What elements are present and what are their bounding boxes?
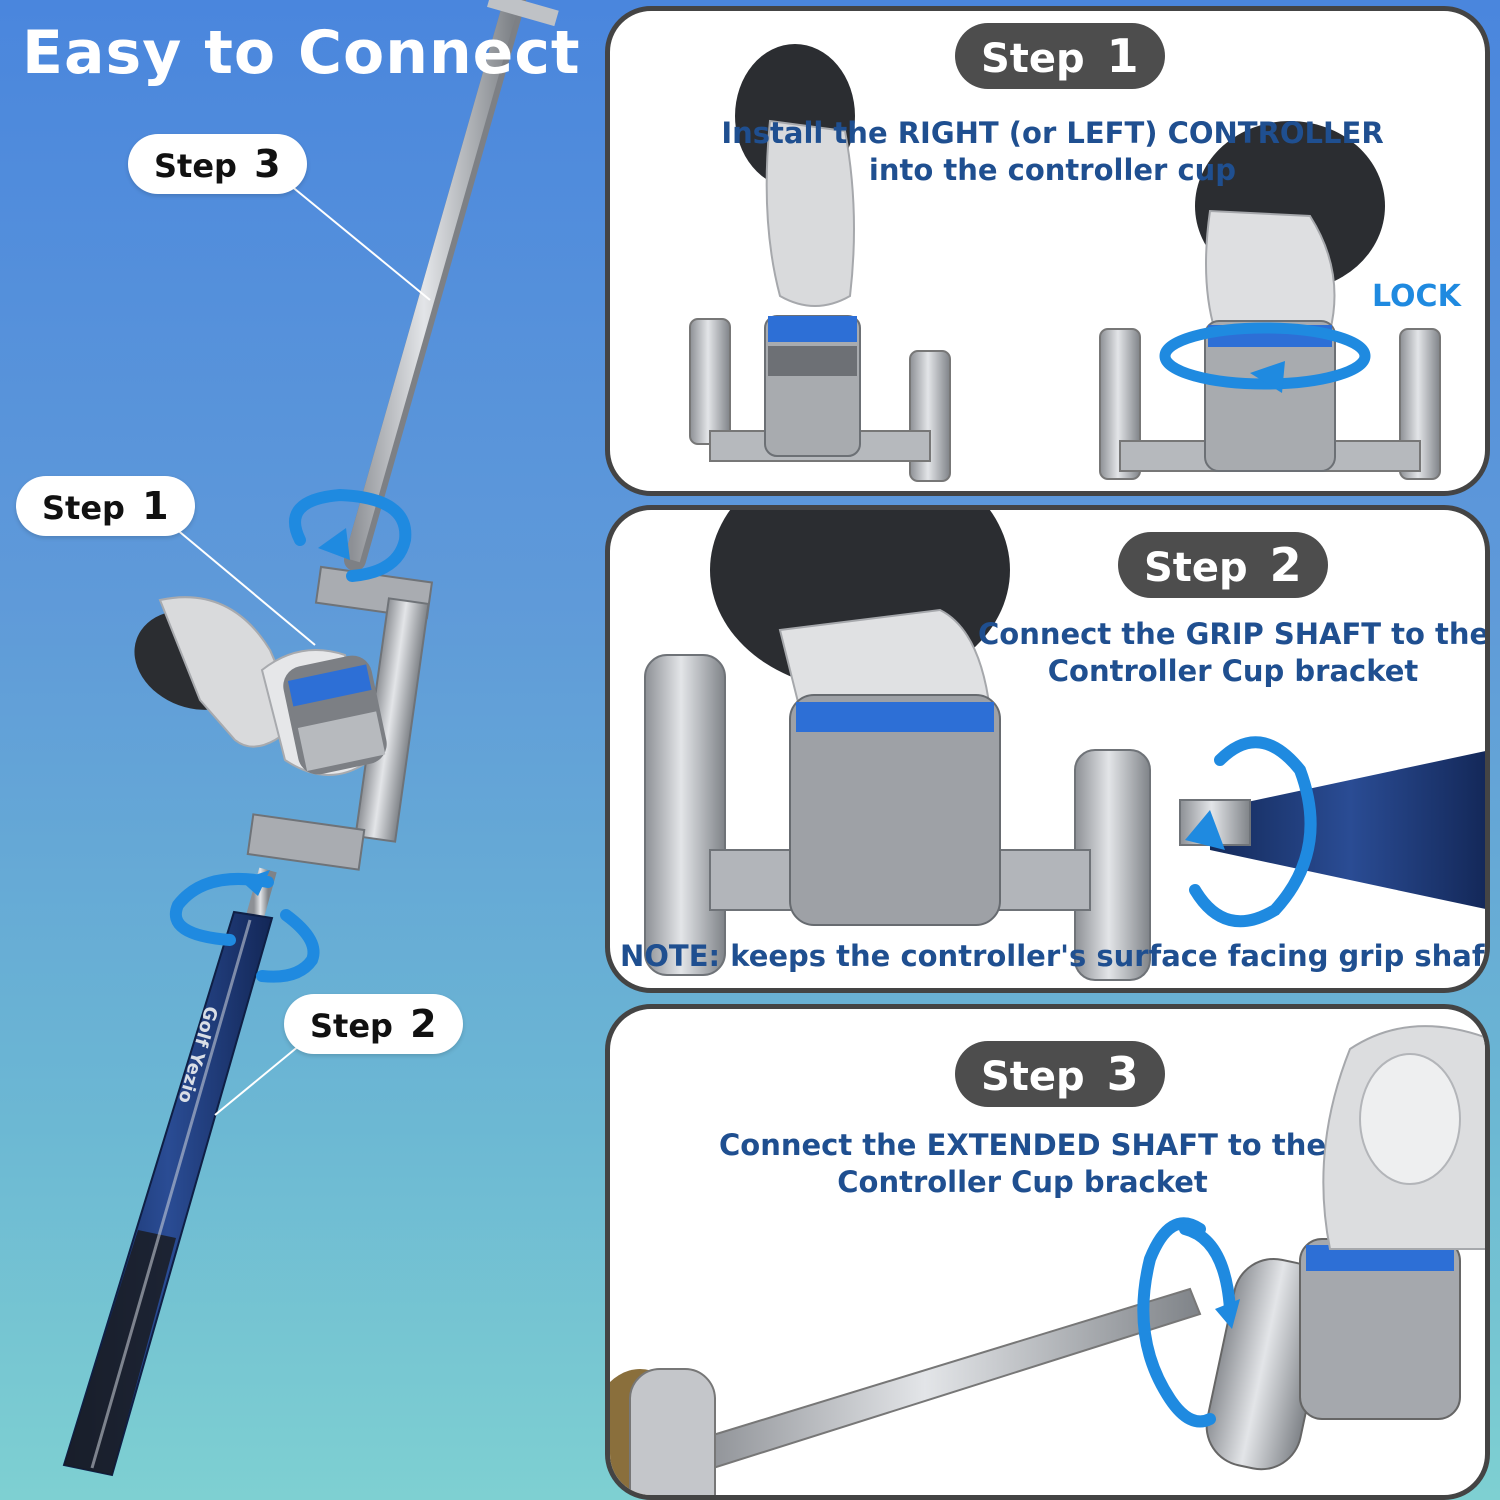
badge-number: 3 <box>1106 1047 1139 1101</box>
bracket-icon <box>246 565 434 871</box>
extended-shaft <box>344 0 559 571</box>
step-1-instruction: Install the RIGHT (or LEFT) CONTROLLER i… <box>610 115 1485 189</box>
rotate-arrow-icon <box>1159 322 1371 393</box>
step-1-illustration <box>689 44 1441 482</box>
controller-icon <box>735 44 855 307</box>
callout-line <box>174 527 316 646</box>
step-3-illustration <box>610 1025 1485 1495</box>
rotate-arrow-icon <box>289 488 412 582</box>
step-badge: Step 1 <box>955 23 1165 89</box>
instruction-line-1: Connect the GRIP SHAFT to the <box>978 617 1490 651</box>
callout-line <box>289 184 431 301</box>
callout-word: Step <box>154 147 237 185</box>
badge-word: Step <box>981 1054 1085 1100</box>
rotate-arrow-icon <box>1137 1217 1240 1428</box>
rotate-arrow-icon <box>1185 736 1317 928</box>
instruction-line-2: Controller Cup bracket <box>1047 654 1419 688</box>
instruction-line-1: Connect the EXTENDED SHAFT to the <box>718 1128 1327 1162</box>
controller-icon <box>134 596 387 776</box>
instruction-line-2: Controller Cup bracket <box>837 1165 1208 1199</box>
step-1-panel: Step 1 Install the RIGHT (or LEFT) CONTR… <box>605 6 1490 496</box>
badge-number: 1 <box>1106 29 1139 83</box>
controller-icon <box>1195 121 1385 332</box>
rotate-arrow-icon <box>169 870 320 983</box>
badge-number: 2 <box>1269 538 1302 592</box>
badge-word: Step <box>1144 545 1248 591</box>
step-2-instruction: Connect the GRIP SHAFT to the Controller… <box>978 616 1490 690</box>
controller-icon <box>710 510 1010 711</box>
badge-word: Step <box>981 36 1085 82</box>
lock-label: LOCK <box>1372 279 1461 314</box>
instruction-line-1: Install the RIGHT (or LEFT) CONTROLLER <box>721 116 1384 150</box>
callout-line <box>214 1044 301 1116</box>
callout-number: 3 <box>254 142 281 186</box>
callout-step-2: Step 2 <box>284 994 463 1054</box>
callout-step-1: Step 1 <box>16 476 195 536</box>
step-badge: Step 2 <box>1118 532 1328 598</box>
page-title: Easy to Connect <box>22 18 581 88</box>
step-badge: Step 3 <box>955 1041 1165 1107</box>
controller-icon <box>1322 1025 1485 1250</box>
bracket-icon <box>1205 1238 1461 1471</box>
step-3-panel: Step 3 Connect the EXTENDED SHAFT to the… <box>605 1004 1490 1500</box>
callout-number: 2 <box>410 1002 437 1046</box>
assembly-illustration: Golf Yezio <box>62 0 559 1477</box>
instruction-line-2: into the controller cup <box>868 153 1237 187</box>
grip-shaft <box>1179 751 1485 909</box>
callout-word: Step <box>42 489 125 527</box>
bracket-icon <box>644 654 1151 981</box>
callout-number: 1 <box>142 484 169 528</box>
step-2-note: NOTE: keeps the controller's surface fac… <box>620 939 1490 973</box>
extended-shaft <box>610 1287 1202 1495</box>
step-2-panel: Step 2 Connect the GRIP SHAFT to the Con… <box>605 505 1490 993</box>
bracket-icon <box>1099 320 1441 480</box>
callout-word: Step <box>310 1007 393 1045</box>
bracket-icon <box>689 315 951 482</box>
grip-shaft: Golf Yezio <box>62 867 277 1477</box>
step-3-instruction: Connect the EXTENDED SHAFT to the Contro… <box>650 1127 1395 1201</box>
callout-step-3: Step 3 <box>128 134 307 194</box>
step-2-illustration <box>644 510 1485 981</box>
